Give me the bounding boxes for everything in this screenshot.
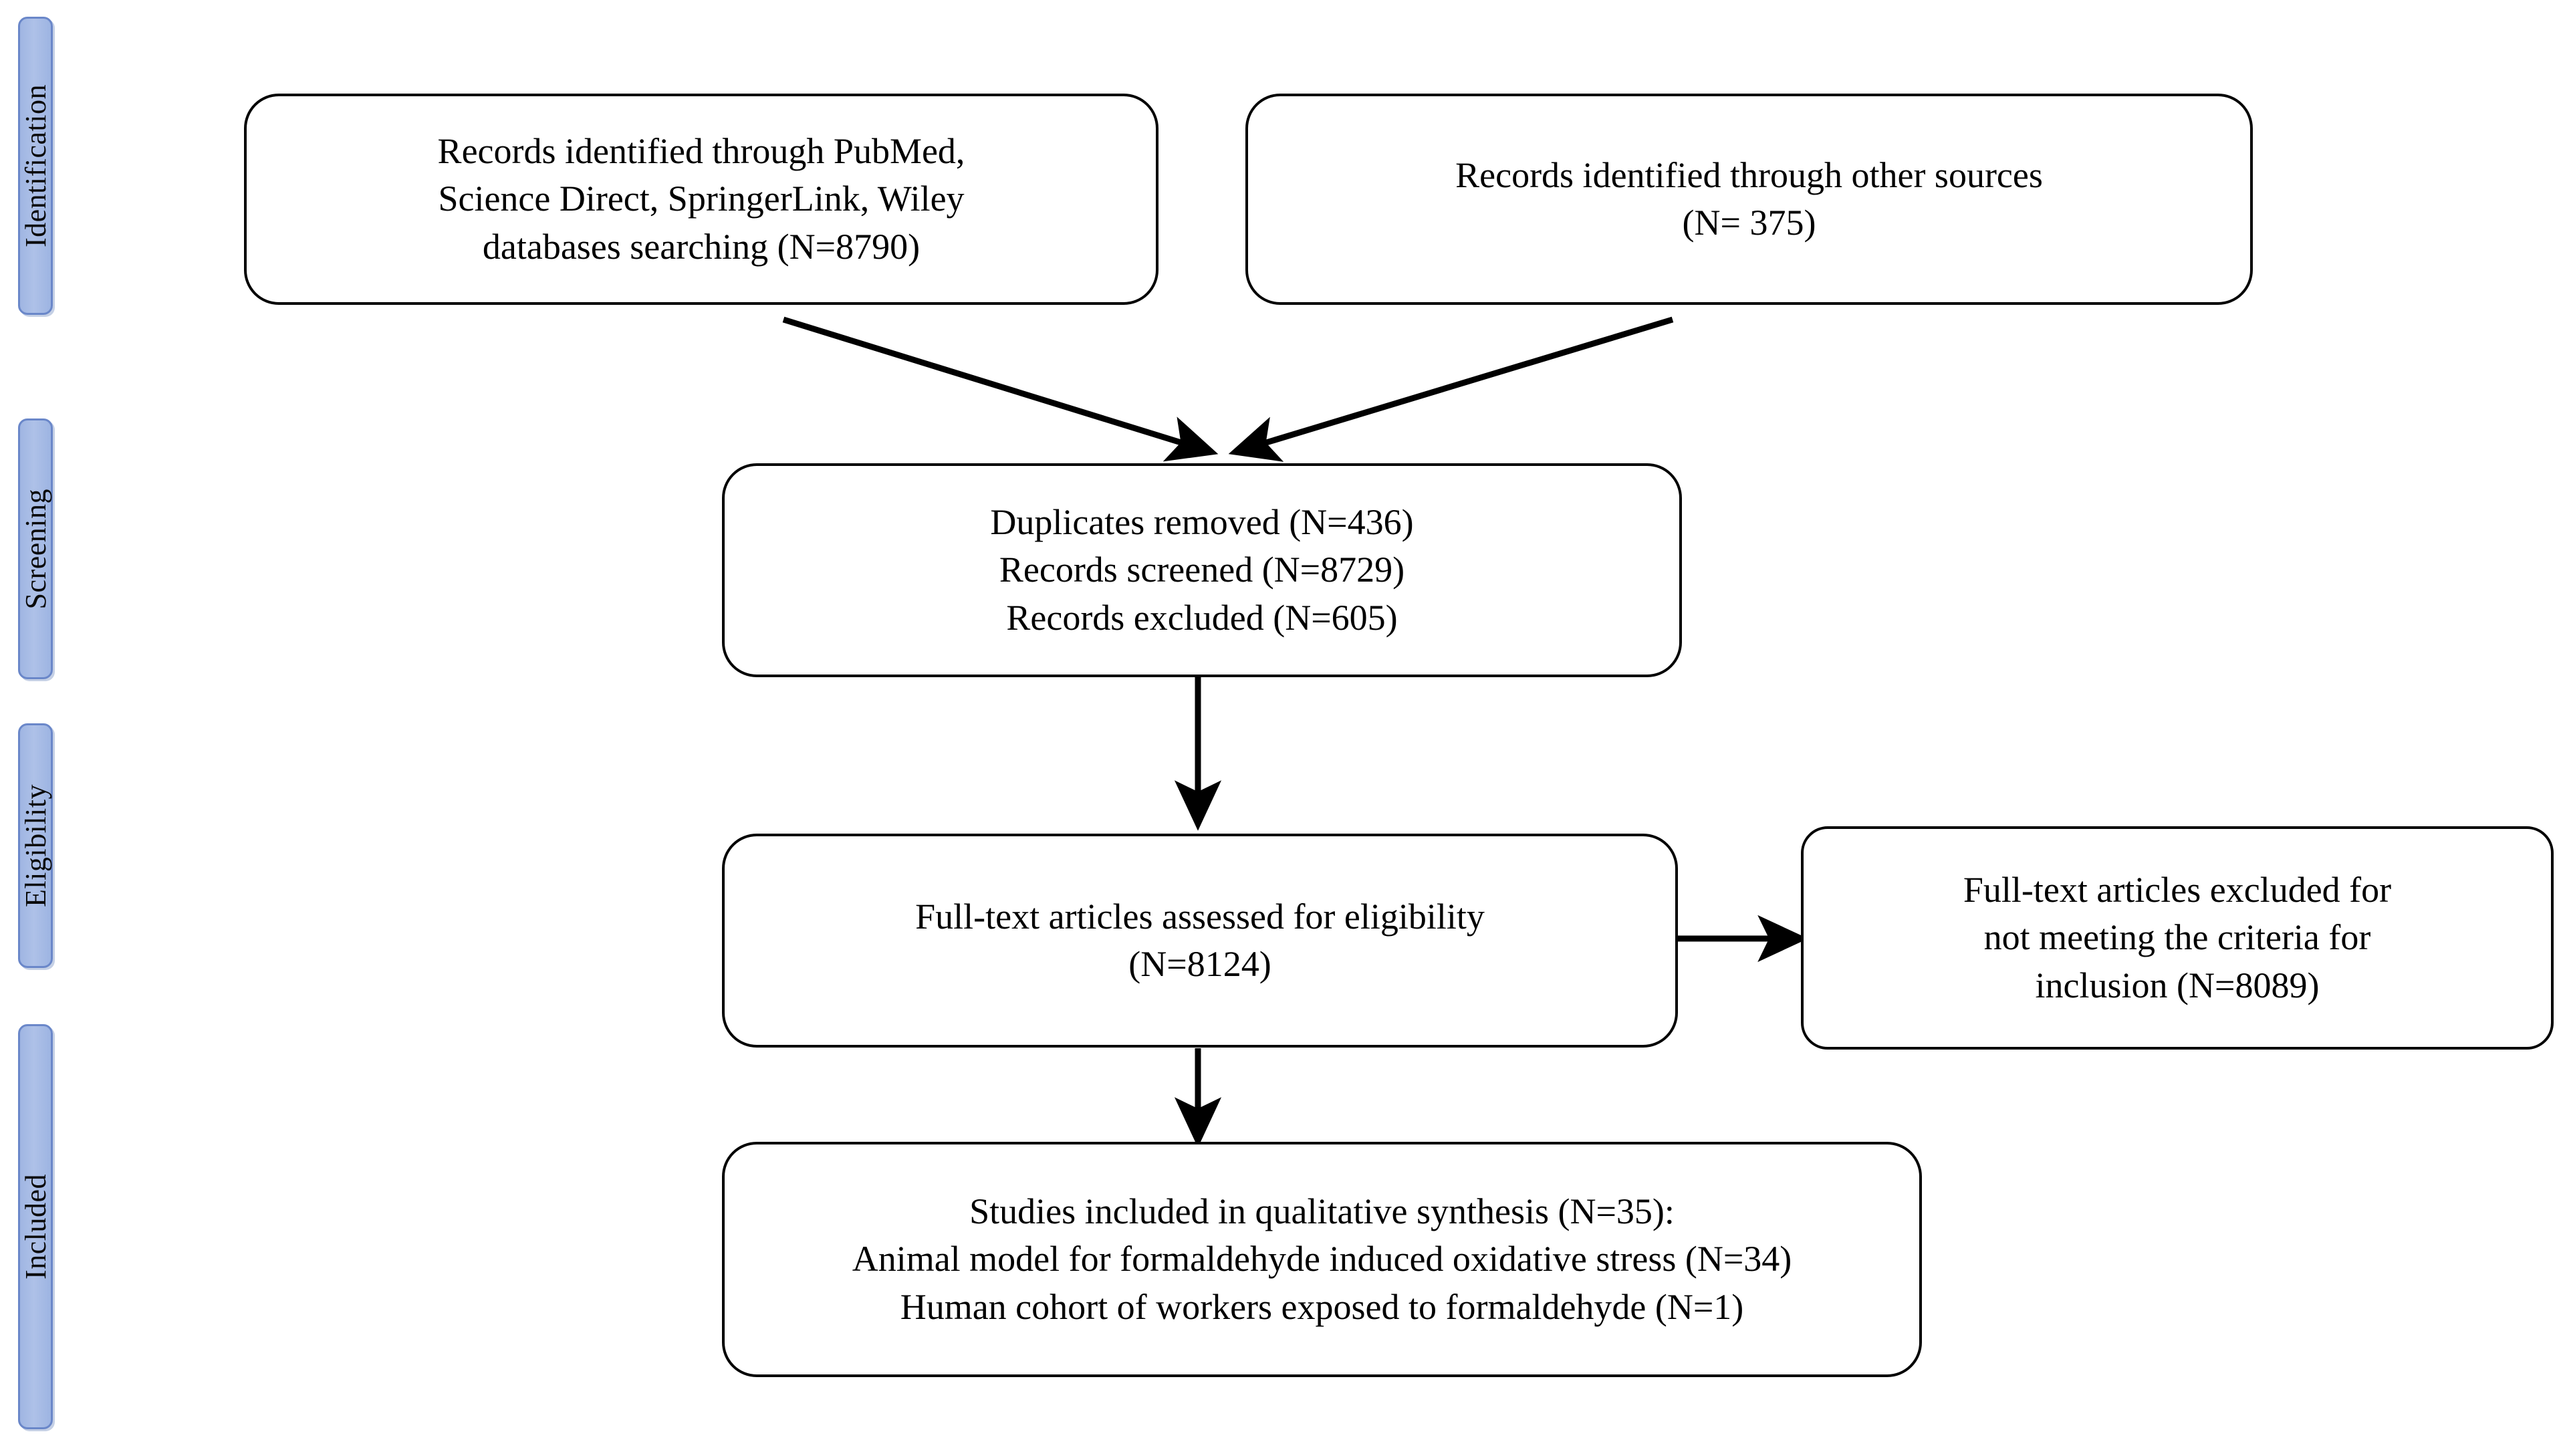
arrow-other-sources-to-screening — [1228, 316, 1674, 462]
box-records-identified-databases[interactable]: Records identified through PubMed, Scien… — [244, 94, 1158, 305]
box-line: not meeting the criteria for — [1983, 917, 2371, 958]
stage-tab-label-identification: Identification — [19, 84, 52, 247]
box-line: Duplicates removed (N=436) — [990, 502, 1414, 543]
stage-tab-label-eligibility: Eligibility — [19, 784, 52, 907]
box-line: Science Direct, SpringerLink, Wiley — [438, 178, 965, 219]
box-line: Animal model for formaldehyde induced ox… — [852, 1239, 1792, 1280]
box-line: Human cohort of workers exposed to forma… — [900, 1286, 1744, 1327]
box-line: (N=8124) — [1128, 944, 1271, 984]
arrow-databases-to-screening — [782, 316, 1219, 462]
stage-tab-eligibility[interactable]: Eligibility — [18, 723, 53, 968]
box-line: Studies included in qualitative synthesi… — [969, 1191, 1675, 1232]
box-line: Records screened (N=8729) — [999, 550, 1405, 590]
box-line: inclusion (N=8089) — [2035, 965, 2320, 1005]
stage-tab-label-included: Included — [19, 1174, 52, 1280]
stage-tab-included[interactable]: Included — [18, 1024, 53, 1429]
box-fulltext-excluded[interactable]: Full-text articles excluded for not meet… — [1801, 826, 2554, 1050]
box-fulltext-assessed[interactable]: Full-text articles assessed for eligibil… — [722, 834, 1678, 1048]
box-line: databases searching (N=8790) — [482, 226, 921, 267]
box-line: Records identified through PubMed, — [437, 131, 965, 172]
box-line: Full-text articles excluded for — [1963, 870, 2392, 911]
box-screening-summary[interactable]: Duplicates removed (N=436) Records scree… — [722, 463, 1682, 677]
box-studies-included[interactable]: Studies included in qualitative synthesi… — [722, 1142, 1922, 1377]
box-line: (N= 375) — [1682, 203, 1816, 243]
box-line: Records identified through other sources — [1455, 154, 2043, 195]
box-line: Full-text articles assessed for eligibil… — [915, 896, 1485, 937]
stage-tab-label-screening: Screening — [19, 488, 52, 610]
stage-tab-identification[interactable]: Identification — [18, 17, 53, 315]
stage-tab-screening[interactable]: Screening — [18, 418, 53, 679]
box-line: Records excluded (N=605) — [1006, 597, 1398, 638]
box-records-identified-other-sources[interactable]: Records identified through other sources… — [1245, 94, 2253, 305]
